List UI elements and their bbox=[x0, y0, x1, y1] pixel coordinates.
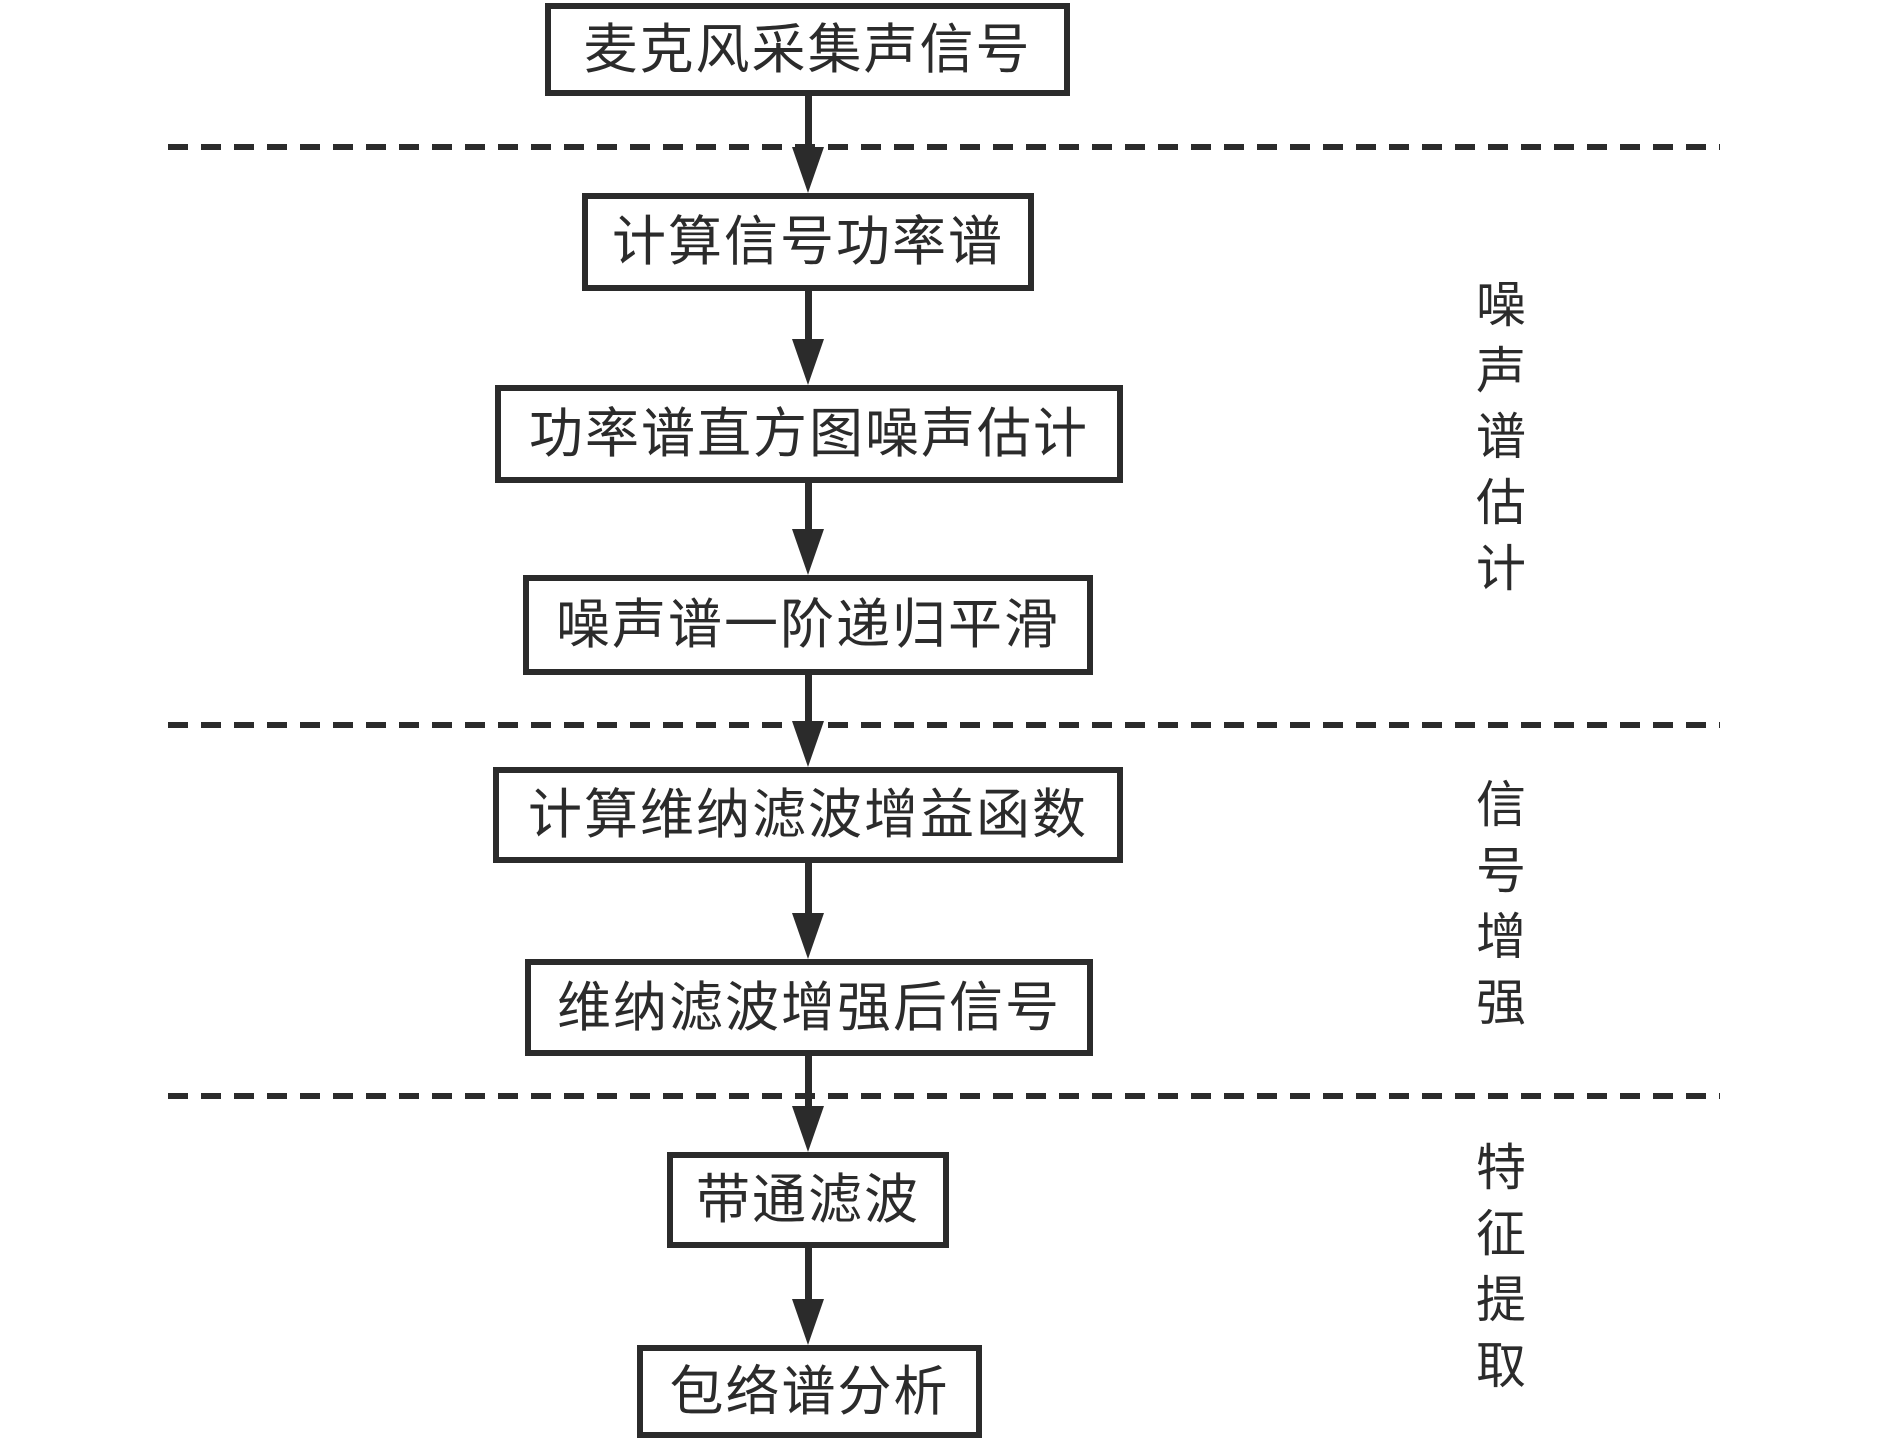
section-divider-3 bbox=[168, 1093, 1720, 1099]
arrow-stem bbox=[804, 95, 812, 147]
arrow-head-icon bbox=[792, 147, 824, 193]
flow-arrow-1 bbox=[792, 95, 824, 193]
arrow-stem bbox=[804, 482, 812, 529]
arrow-head-icon bbox=[792, 529, 824, 575]
flow-arrow-5 bbox=[792, 862, 824, 959]
arrow-stem bbox=[804, 290, 812, 339]
arrow-head-icon bbox=[792, 913, 824, 959]
flow-arrow-3 bbox=[792, 482, 824, 575]
flow-arrow-7 bbox=[792, 1248, 824, 1345]
flow-arrow-4 bbox=[792, 675, 824, 767]
flow-node-mic-capture: 麦克风采集声信号 bbox=[545, 3, 1070, 96]
arrow-head-icon bbox=[792, 721, 824, 767]
flow-node-power-spectrum: 计算信号功率谱 bbox=[582, 193, 1034, 291]
flow-node-bandpass-filter: 带通滤波 bbox=[667, 1152, 949, 1248]
arrow-stem bbox=[804, 675, 812, 721]
section-label-feature-extraction: 特征提取 bbox=[1468, 1141, 1526, 1405]
section-label-noise-spectrum-estimation: 噪声谱估计 bbox=[1468, 278, 1526, 608]
arrow-stem bbox=[804, 862, 812, 913]
section-divider-1 bbox=[168, 144, 1720, 150]
flow-node-envelope-analysis: 包络谱分析 bbox=[637, 1345, 982, 1438]
flow-arrow-2 bbox=[792, 290, 824, 385]
arrow-stem bbox=[804, 1248, 812, 1299]
flow-node-recursive-smoothing: 噪声谱一阶递归平滑 bbox=[523, 575, 1093, 675]
arrow-head-icon bbox=[792, 1299, 824, 1345]
flow-arrow-6 bbox=[792, 1055, 824, 1152]
flow-node-wiener-gain: 计算维纳滤波增益函数 bbox=[493, 767, 1123, 863]
arrow-head-icon bbox=[792, 1106, 824, 1152]
section-label-signal-enhancement: 信号增强 bbox=[1468, 778, 1526, 1042]
flow-node-wiener-enhanced: 维纳滤波增强后信号 bbox=[525, 959, 1093, 1056]
flow-node-histogram-noise-estimate: 功率谱直方图噪声估计 bbox=[495, 385, 1123, 483]
arrow-head-icon bbox=[792, 339, 824, 385]
arrow-stem bbox=[804, 1055, 812, 1106]
section-divider-2 bbox=[168, 722, 1720, 728]
